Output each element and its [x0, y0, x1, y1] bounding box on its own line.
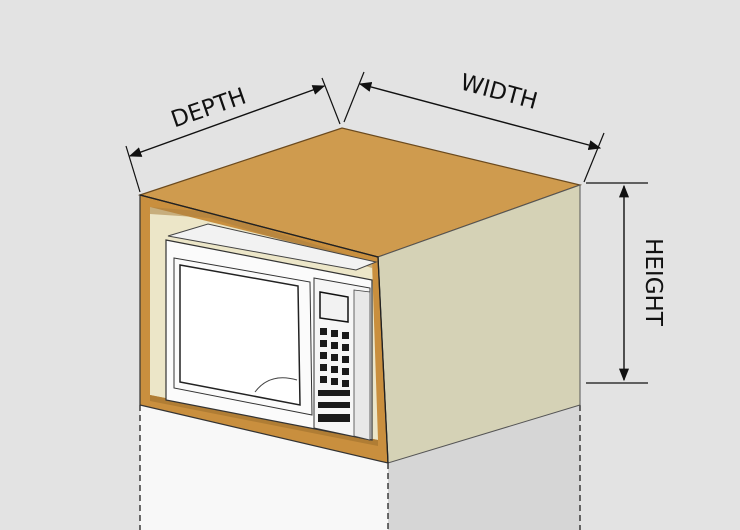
width-extension-line-left — [343, 71, 365, 123]
base-cabinet-front — [140, 405, 388, 530]
cabinet-front-edge — [139, 194, 389, 464]
width-arrow — [358, 82, 602, 150]
microwave-door-window — [179, 264, 301, 406]
width-extension-line-right — [583, 132, 605, 183]
depth-label: DEPTH — [168, 83, 250, 133]
microwave-display — [319, 291, 349, 323]
microwave-side-trim — [353, 289, 371, 441]
microwave-door-frame — [173, 257, 313, 416]
base-cabinet — [139, 405, 581, 530]
microwave-turntable — [254, 377, 298, 393]
microwave-cabinet — [137, 127, 583, 464]
width-label: WIDTH — [457, 70, 540, 115]
height-dimension: HEIGHT — [586, 182, 666, 384]
microwave-keypad — [318, 328, 350, 422]
microwave-top — [167, 223, 378, 271]
depth-arrow — [128, 85, 326, 157]
cabinet-interior-back — [150, 207, 372, 268]
depth-extension-line-right — [321, 77, 341, 125]
depth-extension-line-left — [125, 145, 141, 193]
height-label: HEIGHT — [640, 238, 666, 327]
base-cabinet-side — [388, 405, 580, 530]
microwave — [165, 223, 378, 441]
